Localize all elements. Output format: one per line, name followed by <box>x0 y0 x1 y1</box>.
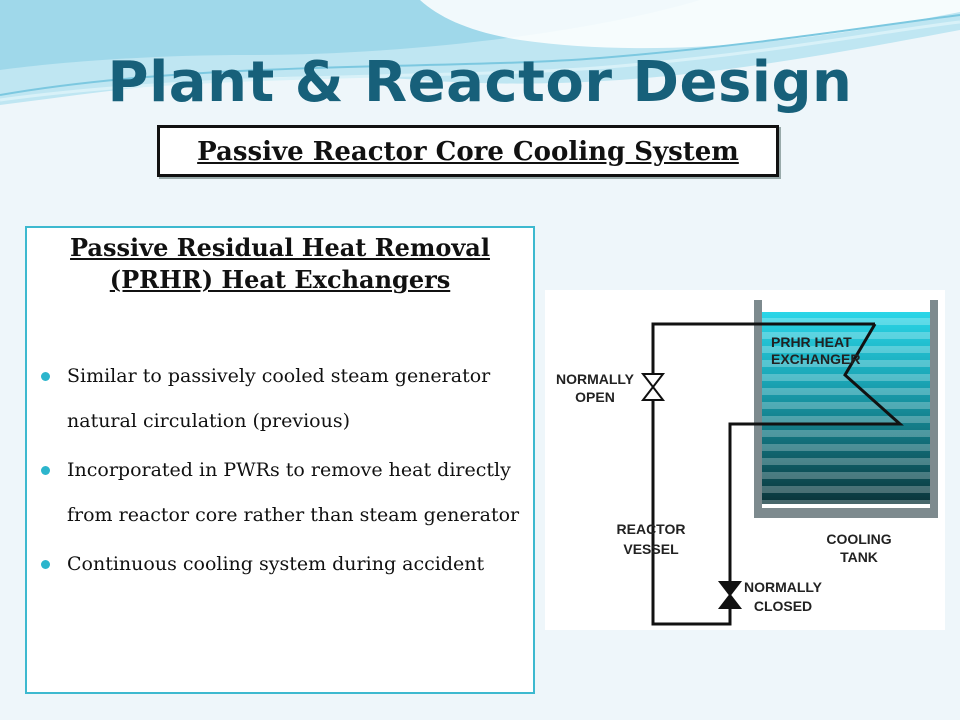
bullet-text: Incorporated in PWRs to remove heat dire… <box>67 459 520 526</box>
subtitle-box: Passive Reactor Core Cooling System <box>157 125 779 177</box>
reactor-vessel-label-line2: VESSEL <box>623 541 679 557</box>
slide-title: Plant & Reactor Design <box>107 50 853 115</box>
panel-heading-line1: Passive Residual Heat Removal <box>70 233 490 262</box>
normally-closed-valve-icon <box>717 581 743 609</box>
panel-heading: Passive Residual Heat Removal (PRHR) Hea… <box>27 232 533 296</box>
bullet-item: Incorporated in PWRs to remove heat dire… <box>39 448 529 538</box>
bullet-text: Continuous cooling system during acciden… <box>67 553 485 575</box>
content-panel: Passive Residual Heat Removal (PRHR) Hea… <box>25 226 535 694</box>
panel-heading-line2: (PRHR) Heat Exchangers <box>109 265 451 294</box>
subtitle-text: Passive Reactor Core Cooling System <box>197 137 739 167</box>
bullet-dot-icon <box>41 372 50 381</box>
hx-label-line2: EXCHANGER <box>771 351 860 367</box>
cooling-tank <box>754 300 938 518</box>
normally-open-label-line1: NORMALLY <box>556 371 635 387</box>
bullet-item: Similar to passively cooled steam genera… <box>39 354 529 444</box>
normally-closed-label-line2: CLOSED <box>754 598 812 614</box>
prhr-diagram: PRHR HEAT EXCHANGER NORMALLY OPEN REACTO… <box>545 290 945 630</box>
bullet-dot-icon <box>41 466 50 475</box>
normally-open-valve-icon <box>640 373 666 401</box>
bullet-dot-icon <box>41 560 50 569</box>
prhr-diagram-svg: PRHR HEAT EXCHANGER NORMALLY OPEN REACTO… <box>556 300 938 626</box>
bullet-item: Continuous cooling system during acciden… <box>39 542 529 587</box>
piping <box>651 322 904 626</box>
cooling-tank-label-line1: COOLING <box>826 531 891 547</box>
background-waves <box>0 0 960 105</box>
normally-open-label-line2: OPEN <box>575 389 615 405</box>
hx-label-line1: PRHR HEAT <box>771 334 852 350</box>
normally-closed-label-line1: NORMALLY <box>744 579 823 595</box>
bullet-list: Similar to passively cooled steam genera… <box>39 354 529 591</box>
reactor-vessel-label-line1: REACTOR <box>617 521 686 537</box>
bullet-text: Similar to passively cooled steam genera… <box>67 365 491 432</box>
cooling-tank-label-line2: TANK <box>840 549 878 565</box>
